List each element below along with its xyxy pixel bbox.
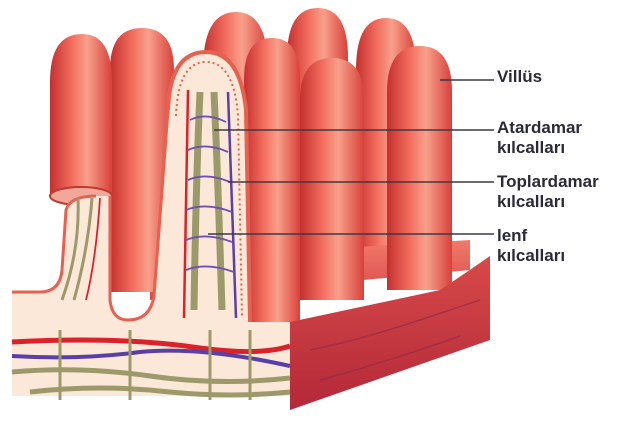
label-artery-line2: kılcalları — [497, 138, 582, 158]
cut-villus — [50, 34, 112, 205]
label-lymph-line1: lenf — [497, 226, 565, 246]
label-vein-capillaries: Toplardamar kılcalları — [497, 172, 599, 212]
label-vein-line2: kılcalları — [497, 192, 599, 212]
label-villus-text: Villüs — [497, 67, 542, 87]
label-artery-line1: Atardamar — [497, 118, 582, 138]
label-lymph-capillaries: lenf kılcalları — [497, 226, 565, 266]
label-villus: Villüs — [497, 67, 542, 87]
label-lymph-line2: kılcalları — [497, 246, 565, 266]
label-artery-capillaries: Atardamar kılcalları — [497, 118, 582, 158]
label-vein-line1: Toplardamar — [497, 172, 599, 192]
